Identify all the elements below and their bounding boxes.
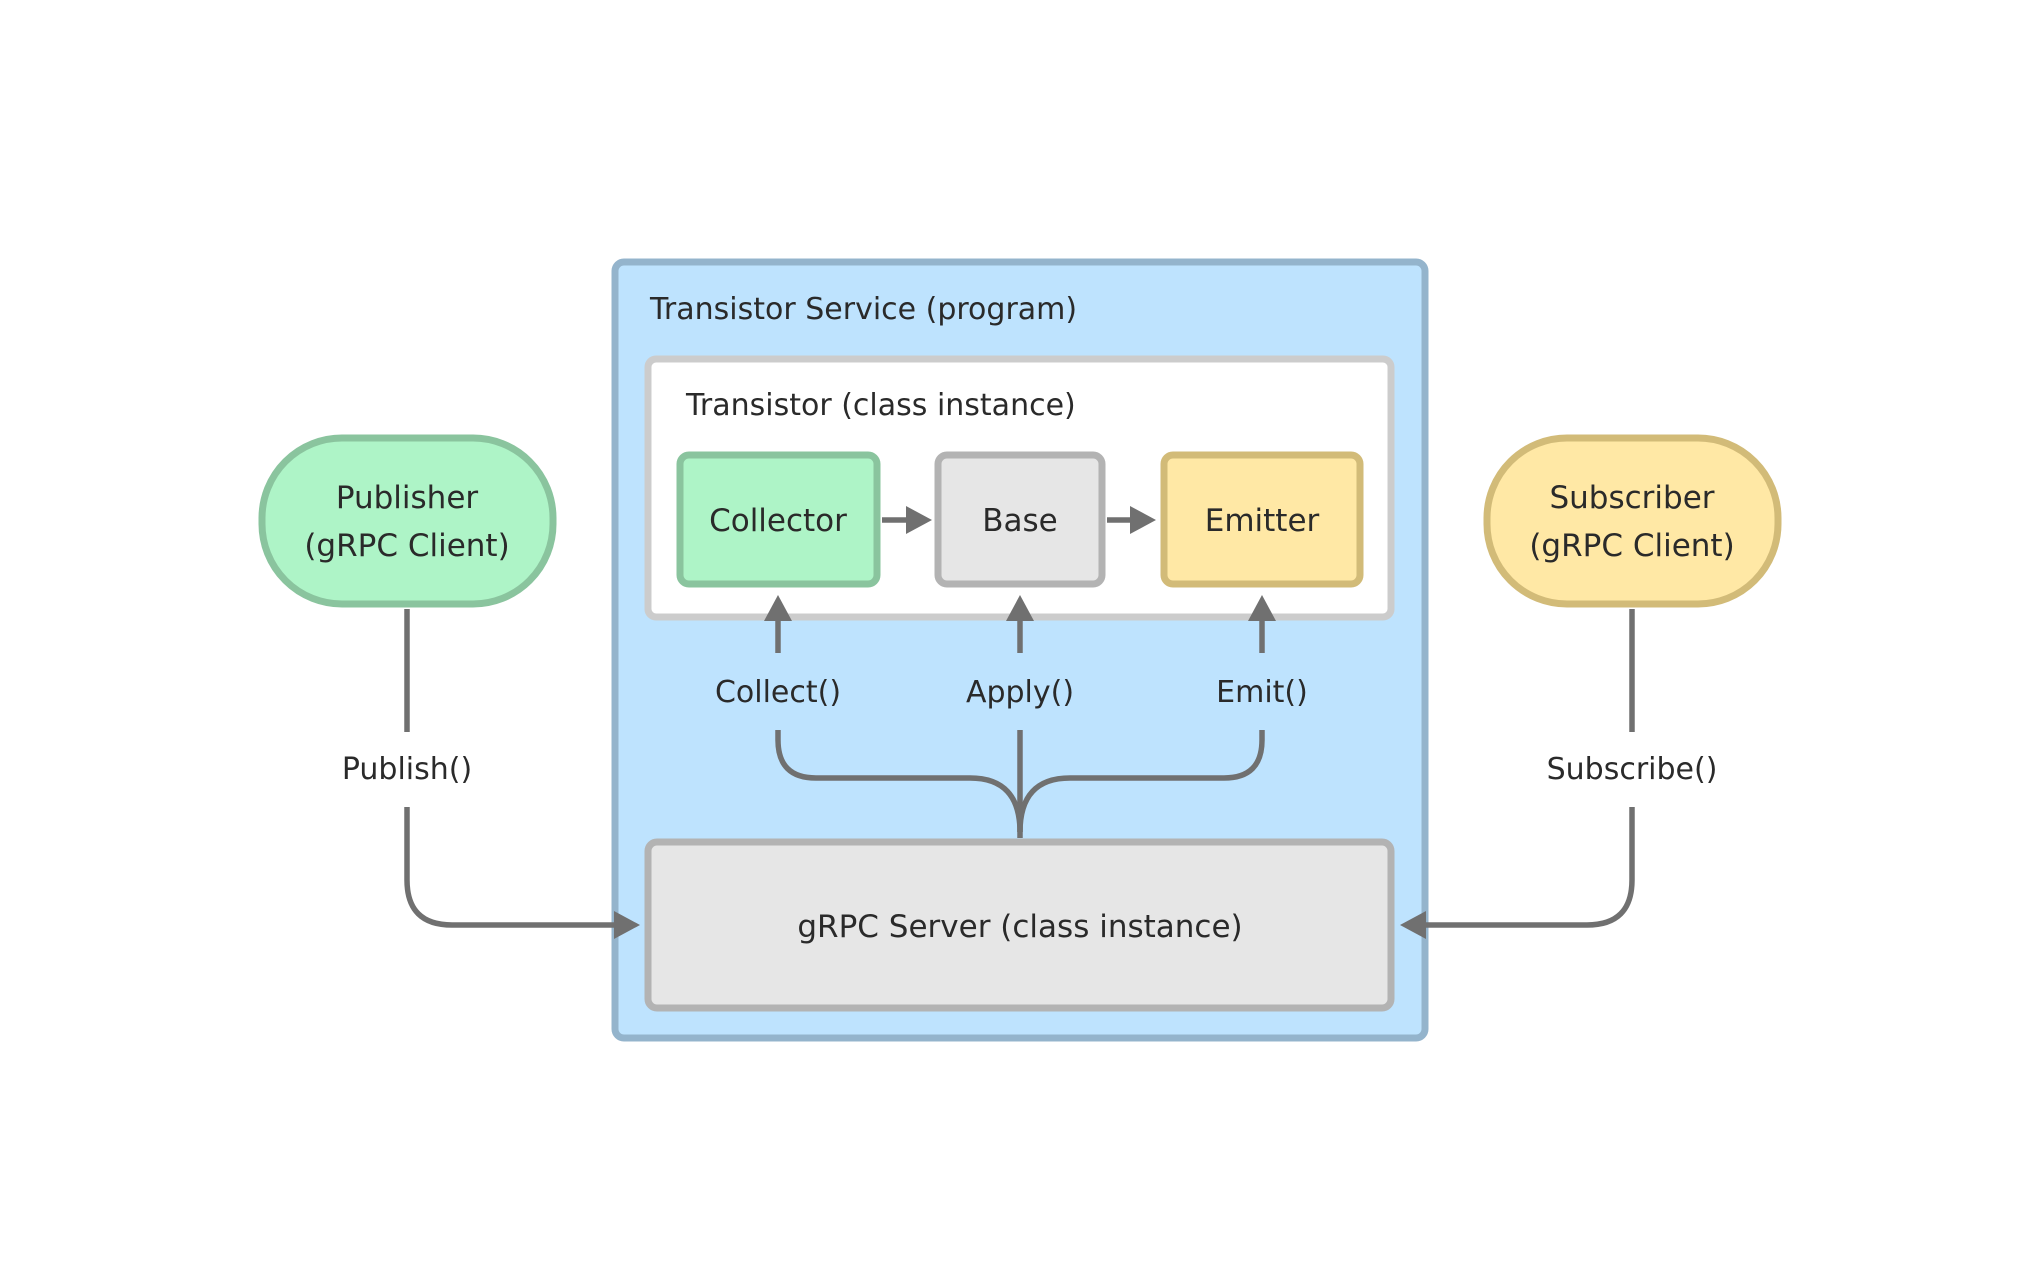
subscribe-method-label: Subscribe() — [1547, 752, 1718, 787]
publisher-label-line1: Publisher — [336, 480, 479, 516]
collector-label: Collector — [709, 503, 847, 539]
grpc-server-box — [644, 838, 1395, 1012]
subscriber-to-server-arrowhead — [1400, 911, 1426, 939]
publisher-box — [258, 434, 557, 608]
emitter-label: Emitter — [1205, 503, 1320, 539]
publisher-to-server-arrowhead — [614, 911, 640, 939]
method-branch-left-connector — [775, 730, 1023, 833]
transistor-service-title: Transistor Service (program) — [649, 292, 1077, 327]
publisher-label-line2: (gRPC Client) — [304, 528, 509, 564]
apply-method-label: Apply() — [966, 675, 1074, 710]
subscriber-to-server-connector — [1424, 807, 1635, 928]
apply-up-arrowhead — [1006, 595, 1034, 621]
collector-box — [676, 451, 881, 588]
emit-method-label: Emit() — [1216, 675, 1308, 710]
method-branch-right-connector — [1017, 730, 1265, 833]
subscriber-label-line1: Subscriber — [1549, 480, 1714, 516]
transistor-instance-title: Transistor (class instance) — [685, 388, 1076, 423]
base-label: Base — [982, 503, 1058, 539]
collector-to-base-arrowhead — [906, 506, 932, 534]
collect-method-label: Collect() — [715, 675, 841, 710]
subscriber-box — [1483, 434, 1782, 608]
publish-method-label: Publish() — [342, 752, 472, 787]
base-box — [934, 451, 1106, 588]
grpc-server-label: gRPC Server (class instance) — [797, 909, 1242, 945]
emitter-box — [1160, 451, 1364, 588]
base-to-emitter-arrowhead — [1130, 506, 1156, 534]
collect-up-arrowhead — [764, 595, 792, 621]
publisher-to-server-connector — [404, 807, 616, 928]
subscriber-label-line2: (gRPC Client) — [1529, 528, 1734, 564]
emit-up-arrowhead — [1248, 595, 1276, 621]
